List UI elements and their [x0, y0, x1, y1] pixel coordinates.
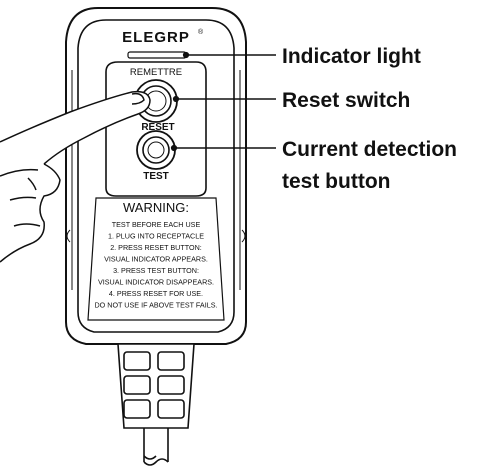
warning-line: 4. PRESS RESET FOR USE. — [109, 289, 203, 298]
button-panel — [105, 61, 207, 197]
strain-relief-cell — [157, 399, 185, 419]
brand-logo: ELEGRP ® — [122, 28, 204, 46]
warning-line: 1. PLUG INTO RECEPTACLE — [108, 232, 204, 241]
warning-title: WARNING: — [123, 200, 189, 215]
strain-relief-cell — [157, 375, 185, 395]
strain-relief-cell — [123, 351, 151, 371]
reset-label: RESET — [141, 122, 174, 133]
device-body — [65, 7, 247, 345]
indicator-light — [127, 51, 187, 59]
svg-text:ELEGRP: ELEGRP — [122, 29, 190, 46]
power-cord — [143, 428, 169, 466]
warning-line: DO NOT USE IF ABOVE TEST FAILS. — [94, 301, 217, 310]
test-label: TEST — [143, 171, 169, 182]
cord-strain-relief — [117, 343, 195, 429]
warning-panel: WARNING: TEST BEFORE EACH USE 1. PLUG INT… — [87, 197, 225, 321]
svg-text:®: ® — [198, 28, 204, 36]
strain-relief-cell — [157, 351, 185, 371]
indicator-light-label: Indicator light — [282, 45, 421, 68]
remettre-label: REMETTRE — [130, 67, 182, 78]
callout-lines — [170, 51, 276, 152]
warning-line: 2. PRESS RESET BUTTON: — [110, 243, 202, 252]
warning-lines: TEST BEFORE EACH USE 1. PLUG INTO RECEPTA… — [94, 220, 217, 310]
test-button-label-line1: Current detection — [282, 138, 457, 161]
reset-button[interactable] — [134, 79, 178, 123]
warning-line: TEST BEFORE EACH USE — [112, 220, 201, 229]
test-button-label-line2: test button — [282, 170, 390, 193]
warning-line: VISUAL INDICATOR APPEARS. — [104, 255, 208, 264]
warning-line: VISUAL INDICATOR DISAPPEARS. — [98, 278, 214, 287]
test-button[interactable] — [136, 130, 176, 170]
pressing-finger — [0, 90, 151, 263]
reset-switch-label: Reset switch — [282, 89, 410, 112]
strain-relief-cell — [123, 375, 151, 395]
strain-relief-cell — [123, 399, 151, 419]
warning-line: 3. PRESS TEST BUTTON: — [113, 266, 199, 275]
